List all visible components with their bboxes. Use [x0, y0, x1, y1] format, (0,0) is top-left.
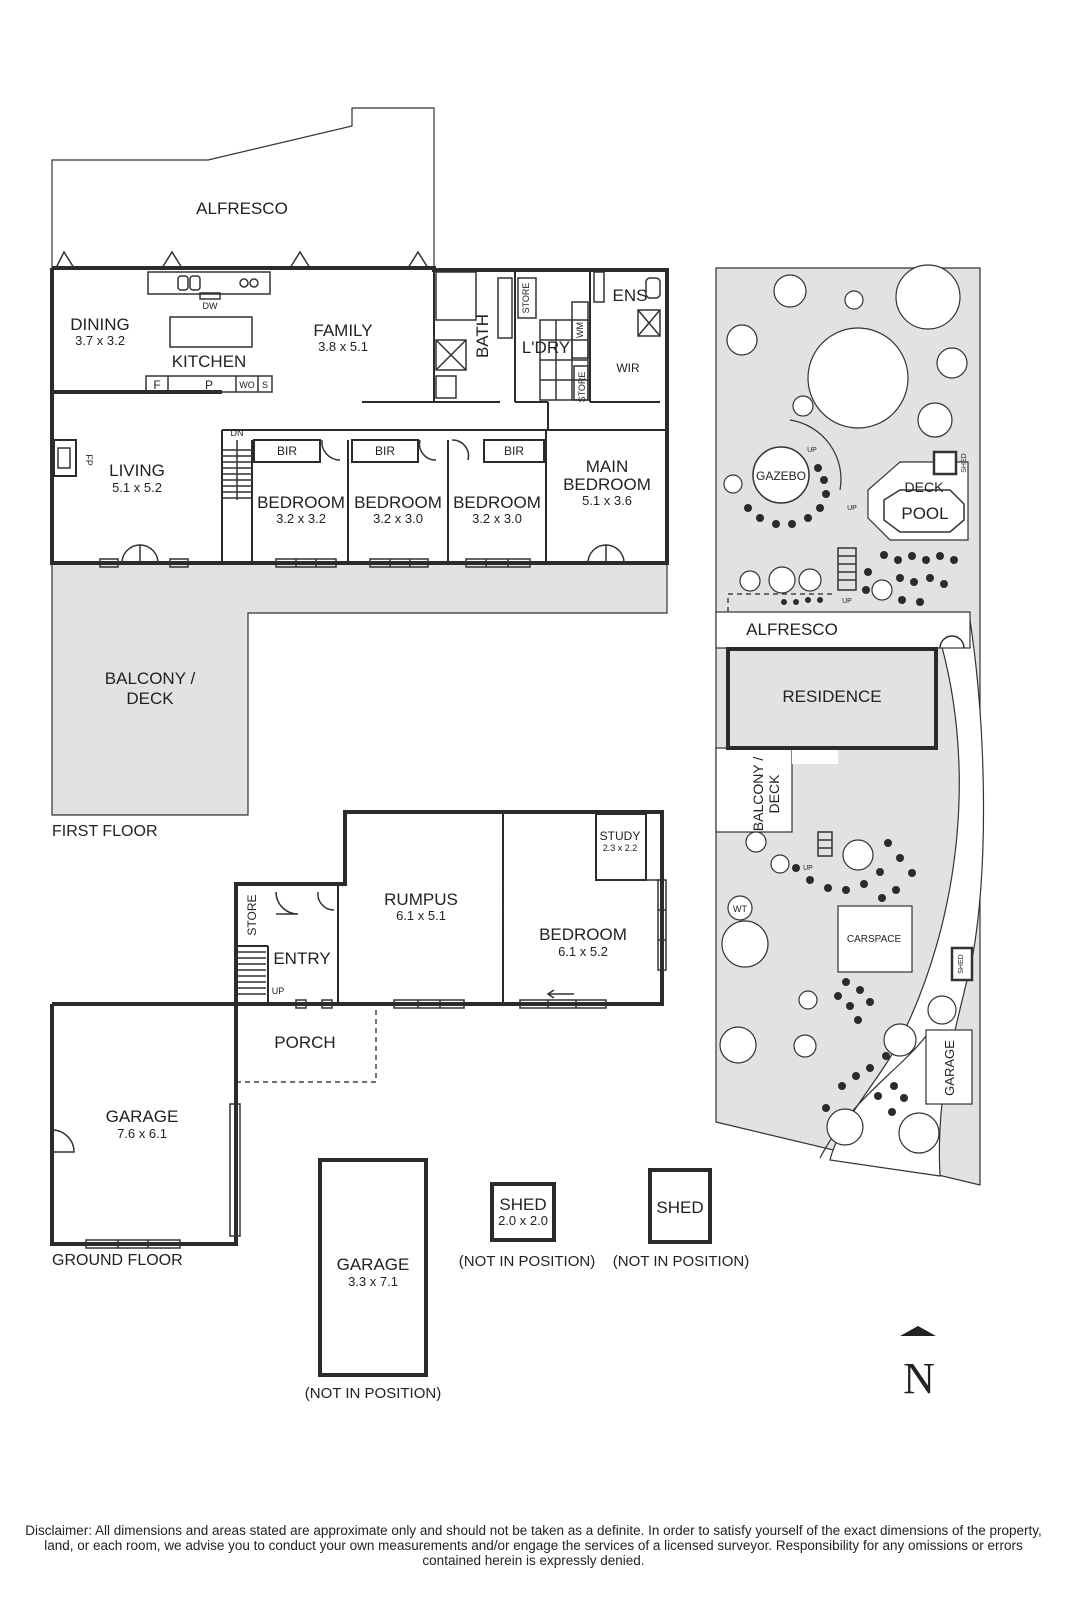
balcony-label-line2: DECK: [126, 689, 174, 708]
north-label: N: [903, 1354, 935, 1403]
study-dim: 2.3 x 2.2: [603, 843, 638, 853]
alfresco-outline: [51, 107, 435, 268]
shed-2: [648, 1168, 712, 1244]
stair-down-label: DN: [231, 428, 244, 438]
shed-1: [490, 1182, 556, 1242]
stair-up-label: UP: [272, 986, 285, 996]
ground-store-label: STORE: [245, 894, 259, 935]
laundry-label: L'DRY: [522, 338, 570, 357]
shed-1-note: (NOT IN POSITION): [459, 1253, 595, 1270]
dining-label: DINING: [70, 315, 130, 334]
fireplace-label: FP: [84, 454, 94, 466]
north-arrow-icon: [900, 1326, 936, 1336]
main-bedroom-dim: 5.1 x 3.6: [582, 493, 632, 508]
bedroom-3-label: BEDROOM: [453, 493, 541, 512]
first-floor-walls: [50, 266, 669, 565]
detached-garage-dim: 3.3 x 7.1: [348, 1274, 398, 1289]
bedroom-1-dim: 3.2 x 3.2: [276, 511, 326, 526]
porch-label: PORCH: [274, 1033, 335, 1052]
ground-garage-label: GARAGE: [106, 1107, 179, 1126]
living-label: LIVING: [109, 461, 165, 480]
shed-2-note: (NOT IN POSITION): [613, 1253, 749, 1270]
detached-garage-note: (NOT IN POSITION): [305, 1385, 441, 1402]
site-garage-label: GARAGE: [942, 1040, 957, 1096]
ens-label: ENS: [613, 286, 648, 305]
bedroom-2-label: BEDROOM: [354, 493, 442, 512]
shed-2-label: SHED: [656, 1198, 703, 1217]
alfresco-label: ALFRESCO: [196, 199, 288, 218]
water-tank-label: WT: [733, 904, 747, 914]
first-floor-plan: ALFRESCO DINING 3.7 x 3.2 KITCHEN FAMILY…: [50, 107, 669, 840]
residence-building: [726, 647, 938, 750]
dining-dim: 3.7 x 3.2: [75, 333, 125, 348]
site-balcony-label-line2: DECK: [766, 774, 782, 814]
ground-garage-dim: 7.6 x 6.1: [117, 1126, 167, 1141]
shed-1-label: SHED: [499, 1195, 546, 1214]
ground-floor-label: GROUND FLOOR: [52, 1252, 183, 1269]
bir-3-label: BIR: [504, 444, 524, 458]
s-label: S: [262, 380, 268, 390]
bir-2-label: BIR: [375, 444, 395, 458]
detached-garage: [318, 1158, 428, 1377]
carspace-label: CARSPACE: [847, 934, 902, 945]
bir-1-label: BIR: [277, 444, 297, 458]
wall-oven-label: WO: [239, 380, 255, 390]
disclaimer-text: Disclaimer: All dimensions and areas sta…: [25, 1523, 1042, 1568]
alfresco-up-label: UP: [842, 598, 852, 605]
ground-garage-walls: [50, 1002, 238, 1246]
site-shed-label-2: SHED: [958, 954, 965, 973]
rumpus-label: RUMPUS: [384, 890, 458, 909]
pool-label: POOL: [901, 504, 948, 523]
bedroom-3-dim: 3.2 x 3.0: [472, 511, 522, 526]
study-label: STUDY: [600, 829, 641, 843]
store-label: STORE: [521, 283, 531, 314]
family-dim: 3.8 x 5.1: [318, 339, 368, 354]
north-arrow: N: [900, 1326, 936, 1403]
family-label: FAMILY: [313, 321, 372, 340]
ground-floor-walls: [234, 810, 664, 1006]
bath-label: BATH: [473, 314, 492, 358]
pantry-label: P: [205, 378, 213, 392]
rumpus-dim: 6.1 x 5.1: [396, 908, 446, 923]
outbuildings: GARAGE 3.3 x 7.1 (NOT IN POSITION) SHED …: [305, 1158, 749, 1402]
pool-up-label: UP: [847, 505, 857, 512]
site-shed-label: SHED: [961, 453, 968, 472]
gazebo-label: GAZEBO: [756, 469, 806, 483]
fridge-label: F: [153, 378, 160, 392]
detached-garage-label: GARAGE: [337, 1255, 410, 1274]
ground-floor-plan: RUMPUS 6.1 x 5.1 BEDROOM 6.1 x 5.2 STUDY…: [50, 810, 667, 1269]
main-bedroom-label-line2: BEDROOM: [563, 475, 651, 494]
gazebo-up-label: UP: [807, 447, 817, 454]
residence-label: RESIDENCE: [782, 687, 881, 706]
ground-bedroom-label: BEDROOM: [539, 925, 627, 944]
balcony-label-line1: BALCONY /: [105, 669, 196, 688]
balcony-up-label: UP: [803, 865, 813, 872]
living-dim: 5.1 x 5.2: [112, 480, 162, 495]
bedroom-2-dim: 3.2 x 3.0: [373, 511, 423, 526]
site-balcony-label-line1: BALCONY /: [750, 757, 766, 832]
deck-label: DECK: [905, 479, 945, 495]
entry-label: ENTRY: [273, 949, 330, 968]
bedroom-1-label: BEDROOM: [257, 493, 345, 512]
dw-label: DW: [203, 301, 218, 311]
ground-bedroom-dim: 6.1 x 5.2: [558, 944, 608, 959]
site-plan: GAZEBO DECK POOL SHED SHED ALFRESCO RESI…: [715, 264, 985, 1186]
kitchen-label: KITCHEN: [172, 352, 247, 371]
shed-1-dim: 2.0 x 2.0: [498, 1213, 548, 1228]
wm-label: WM: [575, 322, 585, 338]
store-label-2: STORE: [577, 372, 587, 403]
first-floor-label: FIRST FLOOR: [52, 823, 158, 840]
wir-label: WIR: [616, 361, 640, 375]
site-alfresco-label: ALFRESCO: [746, 620, 838, 639]
main-bedroom-label-line1: MAIN: [586, 457, 629, 476]
